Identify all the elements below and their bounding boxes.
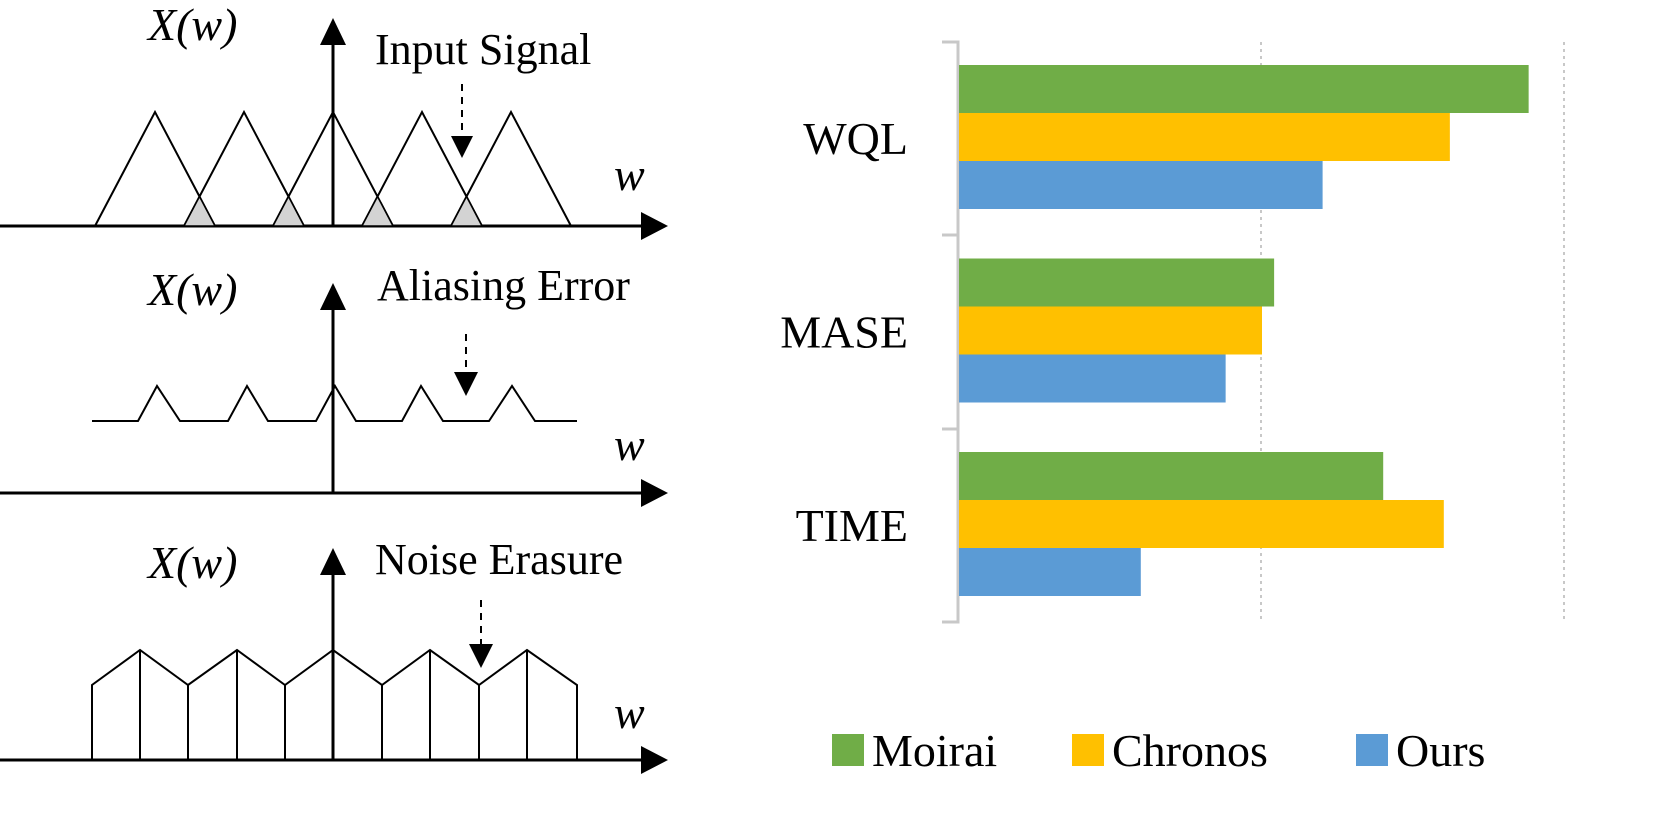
bar-moirai-mase	[959, 258, 1275, 307]
legend: Moirai Chronos Ours	[832, 725, 1485, 776]
spectrum-replica	[272, 109, 394, 227]
bar-chronos-mase	[959, 306, 1262, 355]
pointer-arrowhead	[454, 372, 478, 396]
x-axis-arrowhead	[641, 479, 668, 507]
category-label: MASE	[780, 306, 908, 357]
input-signal-panel: X(w) w Input Signal	[0, 0, 668, 240]
legend-swatch-ours	[1356, 734, 1388, 766]
bar-chronos-time	[959, 500, 1444, 548]
category-axis	[942, 40, 960, 624]
legend-swatch-chronos	[1072, 734, 1104, 766]
bars-layer	[959, 65, 1529, 596]
spectrum-replica	[450, 109, 572, 227]
aliasing-overlap	[449, 194, 484, 227]
spectrum-replica	[361, 109, 483, 227]
bar-chart: WQL MASE TIME Moirai Chronos Ours	[780, 40, 1565, 776]
category-label: WQL	[803, 113, 908, 164]
legend-swatch-moirai	[832, 734, 864, 766]
x-axis-label: w	[614, 419, 645, 470]
bar-ours-wql	[959, 161, 1323, 209]
spectrum-replica	[183, 109, 305, 227]
y-axis-label: X(w)	[146, 537, 237, 588]
annotation-label: Input Signal	[375, 25, 591, 74]
annotation-label: Aliasing Error	[377, 261, 630, 310]
category-labels: WQL MASE TIME	[780, 113, 908, 551]
spectrum-replica	[94, 109, 216, 227]
x-axis-arrowhead	[641, 212, 668, 240]
x-axis-label: w	[614, 687, 645, 738]
x-axis-arrowhead	[641, 746, 668, 774]
bar-moirai-time	[959, 452, 1384, 500]
category-label: TIME	[796, 500, 908, 551]
aliasing-overlap	[360, 194, 395, 227]
legend-label-chronos: Chronos	[1112, 725, 1268, 776]
y-axis-arrowhead	[320, 283, 346, 310]
y-axis-arrowhead	[320, 548, 346, 575]
y-axis-arrowhead	[320, 18, 346, 45]
y-axis-label: X(w)	[146, 0, 237, 50]
aliasing-overlap	[271, 194, 306, 227]
aliasing-overlap	[182, 194, 217, 227]
bar-moirai-wql	[959, 65, 1529, 113]
aliased-spectrum	[92, 383, 577, 422]
legend-label-moirai: Moirai	[872, 725, 997, 776]
noise-erasure-panel: X(w) w Noise Erasure	[0, 535, 668, 774]
bar-ours-mase	[959, 354, 1226, 403]
spectrum-panels: X(w) w Input Signal X(w) w Aliasing Erro…	[0, 0, 668, 774]
bar-chronos-wql	[959, 113, 1450, 161]
y-axis-label: X(w)	[146, 264, 237, 315]
pointer-arrowhead	[469, 644, 493, 668]
annotation-label: Noise Erasure	[375, 535, 623, 584]
legend-label-ours: Ours	[1396, 725, 1485, 776]
pointer-arrowhead	[451, 136, 473, 158]
x-axis-label: w	[614, 149, 645, 200]
aliasing-error-panel: X(w) w Aliasing Error	[0, 261, 668, 507]
bar-ours-time	[959, 548, 1141, 596]
